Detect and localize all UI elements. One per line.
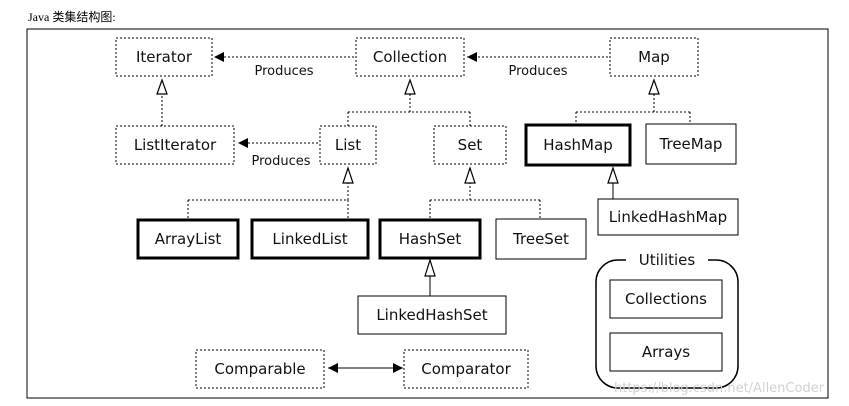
page-title: Java 类集结构图: [28, 10, 116, 24]
node-comparable: Comparable [195, 349, 325, 389]
node-iterator: Iterator [115, 37, 213, 77]
arrow-hashmap-treemap-map [648, 78, 660, 95]
node-collection: Collection [355, 37, 465, 77]
node-linked-hash-map: LinkedHashMap [597, 198, 739, 236]
node-iterator-label: Iterator [136, 48, 193, 66]
node-linked-hash-set: LinkedHashSet [357, 295, 507, 335]
node-collections: Collections [609, 279, 723, 319]
inheritance-arrowheads [156, 78, 660, 277]
node-map-label: Map [638, 48, 670, 66]
node-tree-map-label: TreeMap [659, 135, 723, 153]
node-set: Set [433, 125, 507, 165]
utilities-group-label: Utilities [639, 251, 696, 269]
arrow-linkedhashset-hashset [424, 257, 436, 277]
node-map: Map [609, 37, 699, 77]
node-list-iterator: ListIterator [115, 125, 235, 165]
node-arrays-label: Arrays [642, 343, 690, 361]
node-set-label: Set [458, 136, 483, 154]
arrow-sets-set [464, 166, 476, 184]
node-comparator: Comparator [403, 349, 529, 389]
node-tree-map: TreeMap [645, 123, 737, 165]
node-hash-map-label: HashMap [543, 136, 612, 154]
arrow-lists-list [342, 166, 354, 184]
diagram-frame [26, 28, 829, 399]
node-list: List [319, 125, 377, 165]
watermark: https://blog.csdn.net/AllenCoder [614, 381, 825, 396]
node-comparable-label: Comparable [214, 360, 305, 378]
node-linked-hash-set-label: LinkedHashSet [376, 306, 487, 324]
edge-label-collection-iterator: Produces [254, 64, 313, 79]
edge-label-map-collection: Produces [508, 64, 567, 79]
node-linked-list-label: LinkedList [272, 230, 347, 248]
arrow-listiterator-iterator [156, 78, 168, 95]
node-collection-label: Collection [373, 48, 447, 66]
node-tree-set-label: TreeSet [512, 230, 569, 248]
node-collections-label: Collections [625, 290, 707, 308]
produces-edges [214, 52, 608, 148]
node-hash-map: HashMap [524, 123, 632, 167]
arrow-linkedhashmap-hashmap [607, 166, 619, 184]
node-comparator-label: Comparator [421, 360, 511, 378]
node-list-label: List [335, 136, 361, 154]
arrow-list-set-collection [404, 78, 416, 95]
node-linked-list: LinkedList [250, 218, 370, 260]
edge-label-list-listiterator: Produces [251, 154, 310, 169]
inheritance-edges [161, 94, 691, 296]
node-list-iterator-label: ListIterator [134, 136, 217, 154]
node-linked-hash-map-label: LinkedHashMap [609, 208, 727, 226]
node-hash-set-label: HashSet [399, 230, 462, 248]
node-tree-set: TreeSet [495, 218, 587, 260]
node-array-list-label: ArrayList [155, 230, 222, 248]
node-hash-set: HashSet [378, 218, 482, 260]
node-arrays: Arrays [609, 332, 723, 372]
node-array-list: ArrayList [136, 218, 240, 260]
